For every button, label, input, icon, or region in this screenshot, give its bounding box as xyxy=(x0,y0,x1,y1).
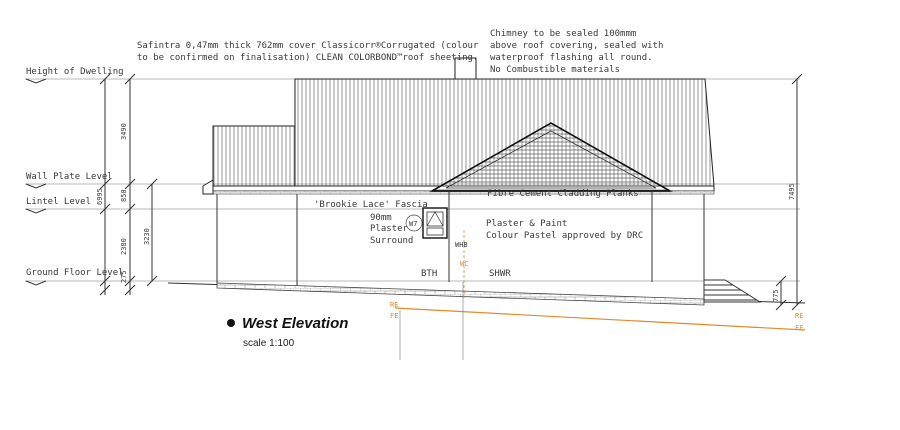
dim-3490: 3490 xyxy=(120,123,128,140)
note-chimney-line-3: waterproof flashing all round. xyxy=(490,53,653,63)
note-chimney-line-4: No Combustible materials xyxy=(490,65,620,75)
note-plaster-line-3: Surround xyxy=(370,236,413,246)
marker-fe-left: FE xyxy=(390,312,398,320)
note-fascia: 'Brookie Lace' Fascia xyxy=(314,200,428,210)
marker-fe-right: FE xyxy=(795,324,803,332)
title-bullet xyxy=(227,319,235,327)
room-label-whb: WHB xyxy=(455,241,468,249)
dim-275: 275 xyxy=(120,270,128,283)
gable xyxy=(428,122,674,282)
level-markers xyxy=(25,78,47,286)
marker-re-left: RE xyxy=(390,301,398,309)
dim-2380: 2380 xyxy=(120,238,128,255)
level-label-ground-floor: Ground Floor Level xyxy=(26,268,124,278)
marker-re-right: RE xyxy=(795,312,803,320)
right-dimension-chains xyxy=(775,73,803,311)
level-label-wall-plate: Wall Plate Level xyxy=(26,172,113,182)
dim-850: 850 xyxy=(120,189,128,202)
room-label-wc: WC xyxy=(460,260,468,268)
note-fibre-cement: Fibre Cement Cladding Planks xyxy=(487,189,639,199)
note-paint-line-2: Colour Pastel approved by DRC xyxy=(486,231,643,241)
note-roof-line-2: to be confirmed on finalisation) CLEAN C… xyxy=(137,53,478,63)
plinth-brick-band xyxy=(216,282,705,306)
dim-6995: 6995 xyxy=(96,188,104,205)
drawing-scale: scale 1:100 xyxy=(243,338,295,349)
note-roof-line-1: Safintra 0,47mm thick 762mm cover Classi… xyxy=(137,41,479,51)
note-plaster-line-1: 90mm xyxy=(370,213,392,223)
note-paint-line-1: Plaster & Paint xyxy=(486,219,567,229)
level-label-height-of-dwelling: Height of Dwelling xyxy=(26,67,124,77)
room-label-bth: BTH xyxy=(421,269,437,279)
window-w7 xyxy=(405,207,448,239)
dim-3230: 3230 xyxy=(143,228,151,245)
steps xyxy=(703,279,762,303)
level-label-lintel: Lintel Level xyxy=(26,197,91,207)
note-plaster-line-2: Plaster xyxy=(370,224,409,234)
note-chimney-line-2: above roof covering, sealed with xyxy=(490,41,663,51)
drawing-title: West Elevation xyxy=(242,315,348,332)
window-tag: W7 xyxy=(409,220,417,228)
room-label-shwr: SHWR xyxy=(489,269,511,279)
note-chimney-line-1: Chimney to be sealed 100mmm xyxy=(490,29,636,39)
left-dimension-chains xyxy=(99,73,158,296)
dim-775: 775 xyxy=(772,289,780,302)
dim-7495: 7495 xyxy=(788,183,796,200)
